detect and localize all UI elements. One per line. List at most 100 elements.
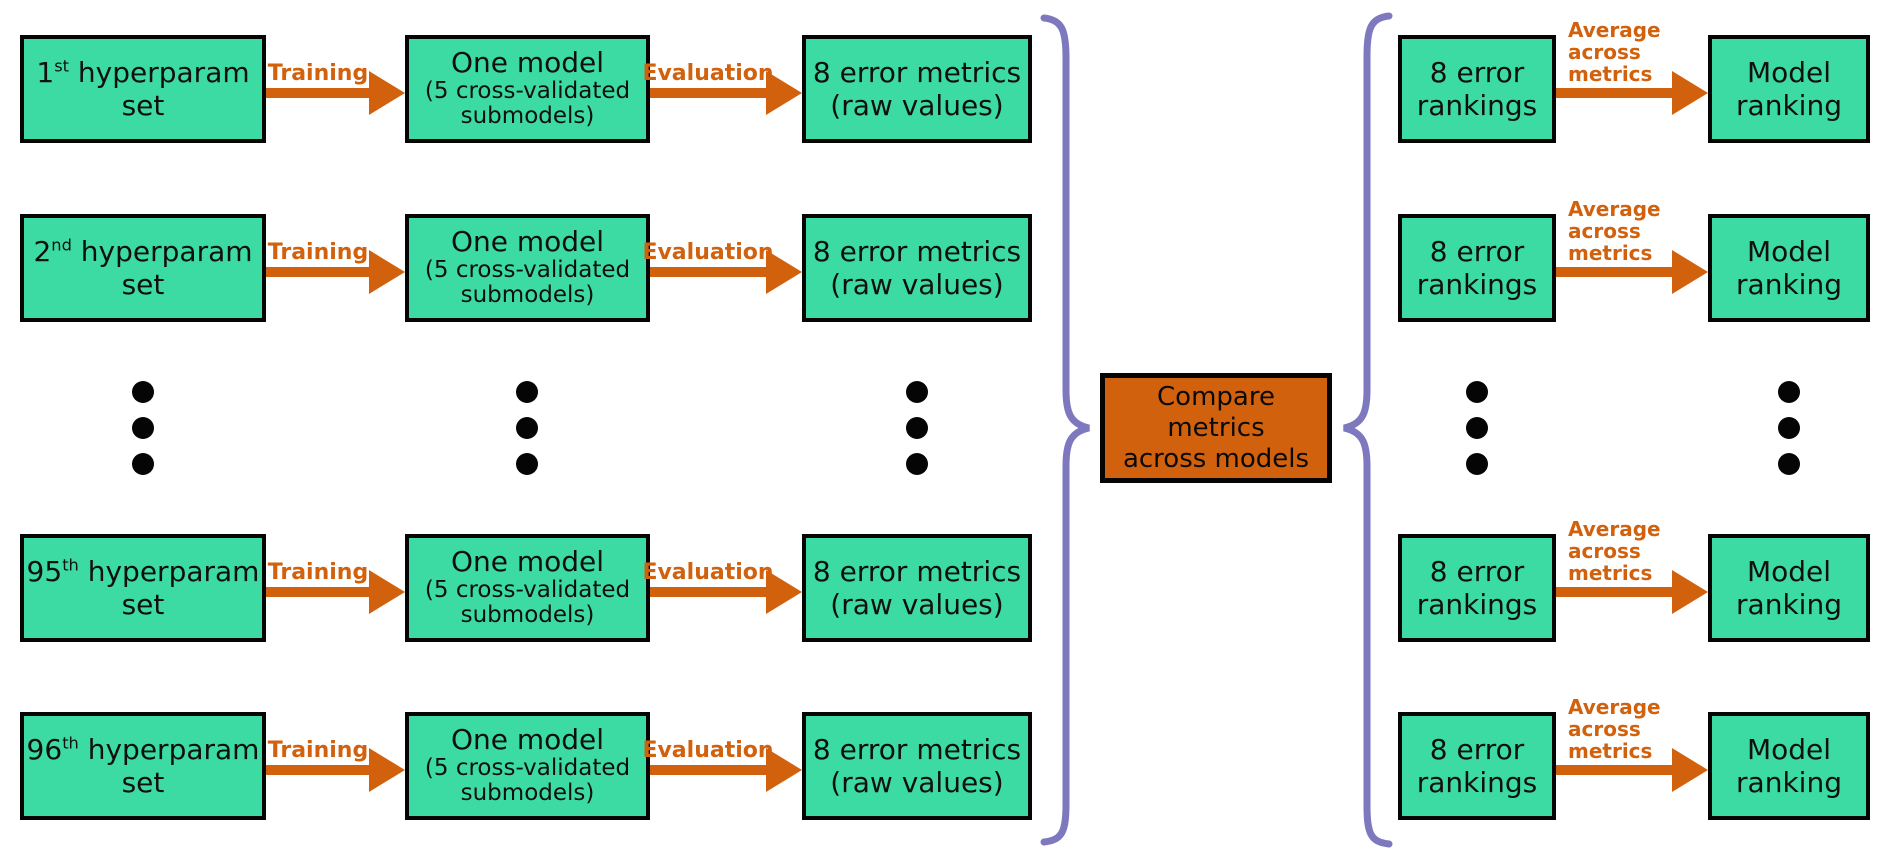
model-ranking-box: Model ranking (1708, 214, 1870, 322)
average-arrow-label: Average across metrics (1568, 518, 1718, 584)
compare-line2: metrics (1167, 412, 1265, 443)
average-line1: Average (1568, 18, 1661, 42)
hyperparam-set-box: 96th hyperparam set (20, 712, 266, 820)
evaluation-arrow-shaft (650, 88, 766, 98)
model-line3: submodels) (460, 103, 595, 130)
metrics-line2: (raw values) (830, 268, 1004, 301)
ranking-line1: Model (1746, 55, 1832, 89)
evaluation-arrow-shaft (650, 267, 766, 277)
average-arrow-head (1672, 71, 1708, 115)
average-line1: Average (1568, 695, 1661, 719)
ellipsis-dot (516, 417, 538, 439)
training-arrow-head (369, 71, 405, 115)
ranking-line1: Model (1746, 234, 1832, 268)
average-arrow-label: Average across metrics (1568, 19, 1718, 85)
metrics-line2: (raw values) (830, 89, 1004, 122)
model-ranking-box: Model ranking (1708, 534, 1870, 642)
average-arrow-head (1672, 570, 1708, 614)
ranking-line2: ranking (1736, 588, 1842, 621)
hyperparam-line2: set (121, 766, 165, 799)
rankings-line2: rankings (1416, 766, 1538, 799)
evaluation-arrow-label: Evaluation (642, 240, 774, 265)
one-model-box: One model (5 cross-validated submodels) (405, 214, 650, 322)
average-line2: across (1568, 219, 1641, 243)
hyperparam-set-box: 2nd hyperparam set (20, 214, 266, 322)
average-line3: metrics (1568, 739, 1653, 763)
training-arrow-head (369, 748, 405, 792)
model-line2: (5 cross-validated (424, 576, 631, 603)
pipeline-row-96: 96th hyperparam set Training One model (… (0, 696, 1892, 820)
hyperparam-set-box: 95th hyperparam set (20, 534, 266, 642)
average-arrow-shaft (1556, 267, 1672, 277)
average-line3: metrics (1568, 62, 1653, 86)
rankings-line2: rankings (1416, 268, 1538, 301)
error-rankings-box: 8 error rankings (1398, 214, 1556, 322)
rankings-line2: rankings (1416, 588, 1538, 621)
ellipsis-dot (906, 381, 928, 403)
evaluation-arrow-head (766, 570, 802, 614)
ellipsis-dot (132, 453, 154, 475)
average-arrow-shaft (1556, 765, 1672, 775)
pipeline-row-1: 1st hyperparam set Training One model (5… (0, 19, 1892, 143)
pipeline-row-2: 2nd hyperparam set Training One model (5… (0, 198, 1892, 322)
average-line3: metrics (1568, 561, 1653, 585)
metrics-line1: 8 error metrics (812, 732, 1022, 766)
training-arrow-label: Training (267, 738, 369, 763)
average-line1: Average (1568, 197, 1661, 221)
model-line1: One model (450, 45, 605, 79)
model-line2: (5 cross-validated (424, 77, 631, 104)
error-metrics-box: 8 error metrics (raw values) (802, 534, 1032, 642)
ellipsis-dot (132, 381, 154, 403)
hyperparam-line1: 1st hyperparam (36, 55, 250, 89)
evaluation-arrow-head (766, 748, 802, 792)
training-arrow-label: Training (267, 61, 369, 86)
error-rankings-box: 8 error rankings (1398, 35, 1556, 143)
metrics-line2: (raw values) (830, 766, 1004, 799)
error-metrics-box: 8 error metrics (raw values) (802, 35, 1032, 143)
hyperparam-set-box: 1st hyperparam set (20, 35, 266, 143)
model-line3: submodels) (460, 282, 595, 309)
average-line2: across (1568, 717, 1641, 741)
ellipsis-dot (1466, 381, 1488, 403)
average-arrow-shaft (1556, 587, 1672, 597)
error-metrics-box: 8 error metrics (raw values) (802, 214, 1032, 322)
metrics-line2: (raw values) (830, 588, 1004, 621)
evaluation-arrow-head (766, 71, 802, 115)
rankings-line1: 8 error (1429, 234, 1525, 268)
metrics-line1: 8 error metrics (812, 55, 1022, 89)
training-arrow-label: Training (267, 560, 369, 585)
hyperparam-line2: set (121, 268, 165, 301)
average-arrow-shaft (1556, 88, 1672, 98)
evaluation-arrow-shaft (650, 587, 766, 597)
ellipsis-dot (1466, 453, 1488, 475)
average-arrow-head (1672, 748, 1708, 792)
metrics-line1: 8 error metrics (812, 234, 1022, 268)
one-model-box: One model (5 cross-validated submodels) (405, 712, 650, 820)
ranking-line1: Model (1746, 732, 1832, 766)
rankings-line1: 8 error (1429, 554, 1525, 588)
training-arrow-shaft (266, 587, 369, 597)
training-arrow-head (369, 570, 405, 614)
evaluation-arrow-head (766, 250, 802, 294)
ellipsis-dot (516, 453, 538, 475)
training-arrow-label: Training (267, 240, 369, 265)
model-line1: One model (450, 722, 605, 756)
model-line3: submodels) (460, 780, 595, 807)
ranking-line2: ranking (1736, 268, 1842, 301)
error-rankings-box: 8 error rankings (1398, 534, 1556, 642)
evaluation-arrow-label: Evaluation (642, 738, 774, 763)
average-line2: across (1568, 539, 1641, 563)
rankings-line1: 8 error (1429, 55, 1525, 89)
compare-line1: Compare (1157, 381, 1275, 412)
average-arrow-label: Average across metrics (1568, 198, 1718, 264)
model-line1: One model (450, 544, 605, 578)
average-line3: metrics (1568, 241, 1653, 265)
ellipsis-dot (906, 453, 928, 475)
ranking-line1: Model (1746, 554, 1832, 588)
evaluation-arrow-shaft (650, 765, 766, 775)
hyperparam-line2: set (121, 89, 165, 122)
model-line1: One model (450, 224, 605, 258)
model-line3: submodels) (460, 602, 595, 629)
rankings-line2: rankings (1416, 89, 1538, 122)
